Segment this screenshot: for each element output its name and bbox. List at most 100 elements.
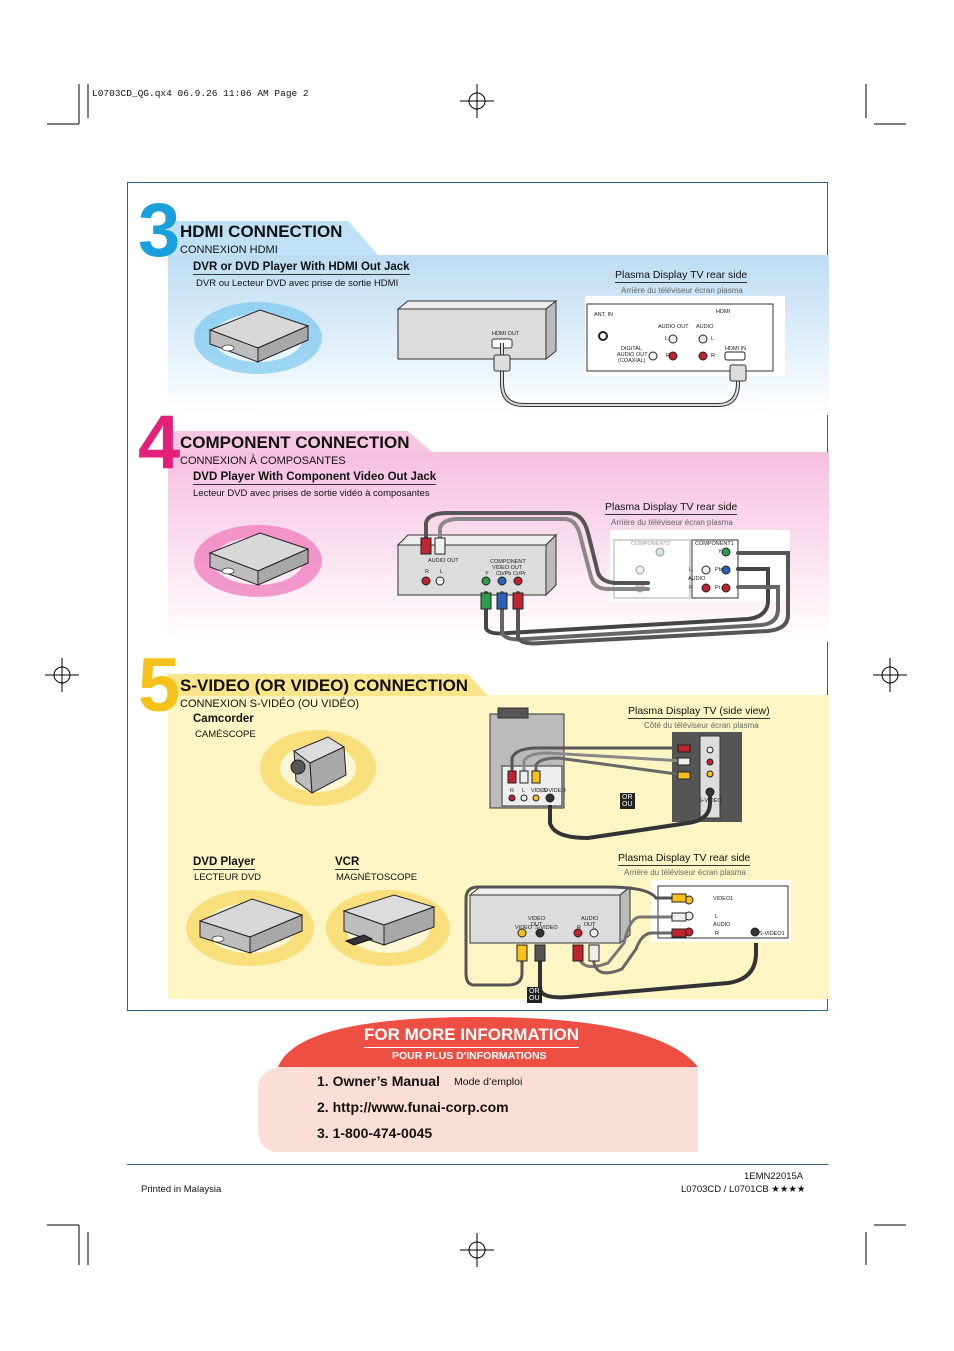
info-subtitle: POUR PLUS D'INFORMATIONS xyxy=(392,1050,547,1062)
info-owners-manual: 1. Owner’s Manual xyxy=(317,1073,440,1089)
footer-printed: Printed in Malaysia xyxy=(141,1184,222,1195)
vcr-rear-panel xyxy=(468,885,632,945)
vcr-video-out-label: VIDEO OUT xyxy=(528,916,546,928)
component-tv-rear-panel xyxy=(610,530,790,602)
component-player-cb-label: Cb/Pb xyxy=(496,571,512,577)
tv-rear-audio-label: AUDIO xyxy=(713,922,731,928)
footer-model: L0703CD / L0701CB ★★★★ xyxy=(681,1184,806,1195)
svideo-tv-rear-title: Plasma Display TV rear side xyxy=(618,852,751,866)
camcorder-subtitle: CAMÉSCOPE xyxy=(195,729,256,740)
camcorder-or-badge: OR OU xyxy=(620,793,635,809)
svideo-tv-rear-subtitle: Arrière du téléviseur écran plasma xyxy=(624,868,746,877)
tv-comp-r-label: R xyxy=(689,585,693,591)
tv-l-label-2: L xyxy=(711,336,715,342)
info-banner-shape xyxy=(258,1017,698,1152)
tv-component2-label: COMPONENT2 xyxy=(631,541,670,547)
component-player-component-label: COMPONENT xyxy=(490,559,526,565)
dvd-player-title: DVD Player xyxy=(193,856,256,870)
info-title: FOR MORE INFORMATION xyxy=(364,1025,579,1048)
tv-pb-label: Pb xyxy=(715,567,722,573)
svideo-dvd-player-illustration xyxy=(186,890,314,966)
camcorder-connector-panel xyxy=(489,707,565,809)
tv-comp-audio-label: AUDIO xyxy=(688,576,706,582)
hdmi-device-subtitle: DVR ou Lecteur DVD avec prise de sortie … xyxy=(196,278,399,289)
tv-r-label-2: R xyxy=(711,353,715,359)
tv-svideo1-label: S-VIDEO1 xyxy=(759,931,785,937)
tv-coaxial-label: (COAXIAL) xyxy=(618,358,646,364)
tv-l-label: L xyxy=(665,336,669,342)
tv-audio-out-label: AUDIO OUT xyxy=(658,324,689,330)
cam-svideo-label: S-VIDEO xyxy=(543,788,566,794)
hdmi-tv-subtitle: Arrière du téléviseur écran plasma xyxy=(621,286,743,295)
hdmi-tv-rear-panel xyxy=(585,296,785,376)
vcr-subtitle: MAGNÉTOSCOPE xyxy=(336,872,418,883)
component-title-tab xyxy=(168,431,433,453)
step-3-number: 3 xyxy=(138,188,180,273)
tv-digital-audio-out-label: AUDIO OUT xyxy=(617,352,648,358)
hdmi-out-jack-label: HDMI OUT xyxy=(492,331,520,337)
svideo-section-subtitle: CONNEXION S-VIDÉO (OU VIDÉO) xyxy=(180,698,360,710)
footer-code: 1EMN22015A xyxy=(744,1171,804,1182)
component-section-title: COMPONENT CONNECTION xyxy=(180,433,410,452)
component-player-cr-label: Cr/Pr xyxy=(513,571,526,577)
svideo-section-title: S-VIDEO (OR VIDEO) CONNECTION xyxy=(180,676,469,695)
component-device-subtitle: Lecteur DVD avec prises de sortie vidéo … xyxy=(193,488,430,499)
tv-audio-label: AUDIO xyxy=(696,324,714,330)
hdmi-player-rear-panel xyxy=(396,299,558,361)
hdmi-section-title: HDMI CONNECTION xyxy=(180,222,343,241)
cam-r-label: R xyxy=(510,788,514,794)
component-device-title: DVD Player With Component Video Out Jack xyxy=(193,471,437,485)
tv-rear-r-label: R xyxy=(715,931,719,937)
tv-video1-label: VIDEO1 xyxy=(713,896,734,902)
camcorder-illustration xyxy=(260,730,376,806)
tv-hdmi-label: HDMI xyxy=(716,309,731,315)
vcr-l-label: L xyxy=(593,925,597,931)
svideo-tv-side-title: Plasma Display TV (side view) xyxy=(628,705,770,719)
step-5-number: 5 xyxy=(138,643,180,728)
vcr-r-label: R xyxy=(577,925,581,931)
vcr-cables xyxy=(464,885,758,1000)
vcr-title: VCR xyxy=(335,856,360,870)
component-player-l-label: L xyxy=(440,569,444,575)
tv-r-label: R xyxy=(666,353,670,359)
info-website-link[interactable]: 2. http://www.funai-corp.com xyxy=(317,1099,509,1115)
tv-rear-l-label: L xyxy=(715,914,719,920)
vcr-svideo-label: S-VIDEO xyxy=(535,925,558,931)
hdmi-dvd-player-illustration xyxy=(194,302,322,374)
tv-digital-label: DIGITAL xyxy=(621,346,642,352)
camcorder-title: Camcorder xyxy=(193,713,254,725)
component-section-subtitle: CONNEXION À COMPOSANTES xyxy=(180,455,346,467)
tv-ant-in-label: ANT. IN xyxy=(594,312,613,318)
info-owners-manual-fr: Mode d’emploi xyxy=(454,1076,523,1088)
svideo-title-tab xyxy=(168,674,488,696)
tv-comp-l-label: L xyxy=(689,567,693,573)
footer-rule xyxy=(127,1164,828,1165)
hdmi-section-subtitle: CONNEXION HDMI xyxy=(180,244,278,256)
step-4-number: 4 xyxy=(138,400,180,485)
component-player-video-out-label: VIDEO OUT xyxy=(492,565,523,571)
component-player-r-label: R xyxy=(425,569,429,575)
main-frame: 3 HDMI CONNECTION CONNEXION HDMI DVR or … xyxy=(127,182,829,1011)
hdmi-tv-title: Plasma Display TV rear side xyxy=(615,269,748,283)
tv-y-label: Y xyxy=(718,549,722,555)
tv-pr-label: Pr xyxy=(715,585,721,591)
component-dvd-player-illustration xyxy=(194,525,322,597)
tv-component1-label: COMPONENT1 xyxy=(695,541,734,547)
component-tv-subtitle: Arrière du téléviseur écran plasma xyxy=(611,518,733,527)
hdmi-title-tab xyxy=(168,221,378,255)
vcr-video-label: VIDEO xyxy=(515,925,533,931)
svideo-tv-side-subtitle: Côté du téléviseur écran plasma xyxy=(644,721,759,730)
hdmi-device-title: DVR or DVD Player With HDMI Out Jack xyxy=(193,261,410,275)
vcr-audio-out-label: AUDIO OUT xyxy=(581,916,599,928)
cam-l-label: L xyxy=(522,788,526,794)
component-cables xyxy=(420,511,790,646)
tv-hdmi-in-label: HDMI IN xyxy=(725,346,747,352)
print-slug: L0703CD_QG.qx4 06.9.26 11:06 AM Page 2 xyxy=(92,88,309,99)
component-player-audio-out-label: AUDIO OUT xyxy=(428,558,459,564)
vcr-or-badge: OR OU xyxy=(527,987,542,1003)
component-tv-title: Plasma Display TV rear side xyxy=(605,501,738,515)
dvd-player-subtitle: LECTEUR DVD xyxy=(194,872,262,883)
component-player-y-label: Y xyxy=(485,571,489,577)
info-phone-number[interactable]: 3. 1-800-474-0045 xyxy=(317,1125,433,1141)
